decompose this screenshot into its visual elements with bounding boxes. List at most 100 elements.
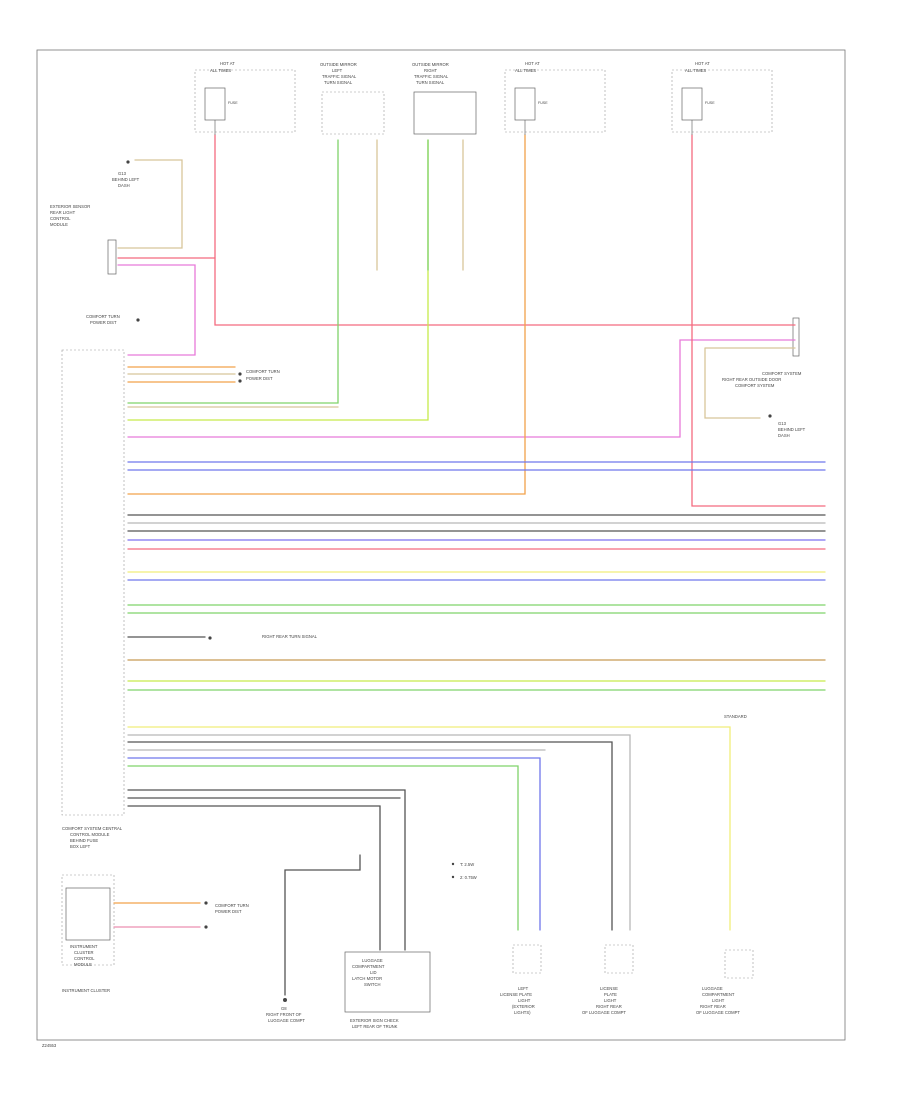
central-l4: BOX LEFT — [70, 844, 91, 849]
right-connector: COMFORT SYSTEM RIGHT REAR OUTSIDE DOOR C… — [722, 317, 806, 438]
right-light-l2: COMPARTMENT — [702, 992, 735, 997]
cluster-note-l1: COMFORT TURN — [215, 903, 249, 908]
left-ground-l2: RIGHT FRONT OF — [266, 1012, 302, 1017]
wire-gray-low — [127, 734, 631, 931]
luggage-l1: LUGGAGE — [362, 958, 383, 963]
legend: T: 2.5W 2: 0.75W — [451, 862, 477, 880]
legend-l1: T: 2.5W — [460, 862, 474, 867]
sensor-right-l2: RIGHT — [424, 68, 437, 73]
wire-pink-conn — [127, 339, 796, 438]
ext-sensor-l2: REAR LIGHT — [50, 210, 76, 215]
right-gnd-l1: G13 — [778, 421, 787, 426]
fuse-3-label: FUSE — [705, 101, 715, 105]
sensor-left-l3: TRAFFIC SIGNAL — [322, 74, 357, 79]
center-light-l2: PLATE — [604, 992, 617, 997]
wire-pink-left — [117, 264, 196, 356]
right-light-l5: OF LUGGAGE COMPT — [696, 1010, 740, 1015]
top-left-g-l1: G13 — [118, 171, 127, 176]
wire-yellow-low — [127, 726, 731, 931]
left-light-l4: (EXTERIOR — [512, 1004, 535, 1009]
cluster-caption: INSTRUMENT CLUSTER — [62, 988, 110, 993]
wire-black-trunk1 — [127, 789, 406, 951]
footer-id: Z24553 — [42, 1043, 57, 1048]
fuse-box-3-line1: HOT AT — [695, 61, 710, 66]
wire-tan-top — [117, 159, 183, 249]
ext-sensor-l1: EXTERIOR SENSOR — [50, 204, 90, 209]
cluster-l1: INSTRUMENT — [70, 944, 98, 949]
diagram-frame — [36, 49, 846, 1041]
right-light-l1: LUGGAGE — [702, 986, 723, 991]
left-plate-light: LEFT LICENSE PLATE LIGHT (EXTERIOR LIGHT… — [500, 944, 542, 1015]
top-left-g-l3: DASH — [118, 183, 130, 188]
left-ground: G8 RIGHT FRONT OF LUGGAGE COMPT — [266, 998, 305, 1023]
wire-blue-low — [127, 757, 541, 931]
right-gnd-l2: BEHIND LEFT — [778, 427, 806, 432]
wire-lime-s2 — [127, 139, 429, 421]
center-light-l1: LICENSE — [600, 986, 618, 991]
mid-note-l2: POWER DIST — [246, 376, 273, 381]
central-l3: BEHIND FUSE — [70, 838, 98, 843]
left-light-l5: LIGHTS) — [514, 1010, 531, 1015]
sensor-right-l3: TRAFFIC SIGNAL — [414, 74, 449, 79]
wire-tan-conn — [704, 347, 796, 419]
left-light-l2: LICENSE PLATE — [500, 992, 532, 997]
luggage-cap-l1: EXTERIOR SIGN CHECK — [350, 1018, 399, 1023]
to-fuse-l1: COMFORT TURN — [86, 314, 120, 319]
central-l2: CONTROL MODULE — [70, 832, 110, 837]
wire-green-s1 — [127, 139, 339, 404]
left-ground-l1: G8 — [281, 1006, 287, 1011]
right-comp-light: LUGGAGE COMPARTMENT LIGHT RIGHT REAR OF … — [696, 949, 754, 1015]
fuse-box-3-line2: ALL TIMES — [685, 68, 706, 73]
wire-green-low — [127, 765, 519, 931]
luggage-l3: LID — [370, 970, 377, 975]
center-light-l5: OF LUGGAGE COMPT — [582, 1010, 626, 1015]
ext-sensor-l3: CONTROL — [50, 216, 71, 221]
left-light-l3: LIGHT — [518, 998, 531, 1003]
right-note-l1: COMFORT SYSTEM — [762, 371, 802, 376]
luggage-latch: LUGGAGE COMPARTMENT LID LATCH MOTOR SWIT… — [344, 951, 431, 1029]
central-l1: COMFORT SYSTEM CENTRAL — [62, 826, 123, 831]
ext-sensor-l4: MODULE — [50, 222, 68, 227]
fuse-box-1-line2: ALL TIMES — [210, 68, 231, 73]
cluster-l4: MODULE — [74, 962, 92, 967]
fuse-box-2: HOT AT ALL TIMES FUSE — [504, 61, 606, 133]
fuse-box-2-line2: ALL TIMES — [515, 68, 536, 73]
fuse-2-label: FUSE — [538, 101, 548, 105]
wire-red-fuse3 — [691, 134, 826, 507]
mid-turn-note: RIGHT REAR TURN SIGNAL — [262, 634, 318, 639]
right-light-l3: LIGHT — [712, 998, 725, 1003]
fuse-1-label: FUSE — [228, 101, 238, 105]
luggage-l2: COMPARTMENT — [352, 964, 385, 969]
mid-notes: COMFORT TURN POWER DIST RIGHT REAR TURN … — [208, 369, 318, 640]
fuse-box-1: HOT AT ALL TIMES FUSE — [194, 61, 296, 133]
wire-orange-fuse2 — [127, 134, 526, 495]
wire-black-low — [127, 741, 613, 931]
top-left-notes: G13 BEHIND LEFT DASH EXTERIOR SENSOR REA… — [50, 160, 140, 325]
wire-red-fuse1 — [214, 134, 796, 326]
left-light-l1: LEFT — [518, 986, 529, 991]
top-left-g-l2: BEHIND LEFT — [112, 177, 140, 182]
cluster-l2: CLUSTER — [74, 950, 94, 955]
luggage-l4: LATCH MOTOR — [352, 976, 382, 981]
comfort-central-module: COMFORT SYSTEM CENTRAL CONTROL MODULE BE… — [61, 349, 125, 849]
fuse-box-3: HOT AT ALL TIMES FUSE — [671, 61, 773, 133]
sensor-right-l1: OUTSIDE MIRROR — [412, 62, 449, 67]
sensor-left: OUTSIDE MIRROR LEFT TRAFFIC SIGNAL TURN … — [320, 62, 385, 135]
center-light-l4: RIGHT REAR — [596, 1004, 622, 1009]
sensor-right-l4: TURN SIGNAL — [416, 80, 445, 85]
sensor-left-l2: LEFT — [332, 68, 343, 73]
sensor-right: OUTSIDE MIRROR RIGHT TRAFFIC SIGNAL TURN… — [412, 62, 477, 135]
legend-l2: 2: 0.75W — [460, 875, 477, 880]
wire-black-trunk3 — [127, 805, 381, 951]
fuse-box-1-line1: HOT AT — [220, 61, 235, 66]
sensor-left-l4: TURN SIGNAL — [324, 80, 353, 85]
sensor-left-l1: OUTSIDE MIRROR — [320, 62, 357, 67]
right-light-l4: RIGHT REAR — [700, 1004, 726, 1009]
to-fuse-l2: POWER DIST — [90, 320, 117, 325]
right-note-l3: COMFORT SYSTEM — [735, 383, 775, 388]
instrument-cluster: INSTRUMENT CLUSTER CONTROL MODULE INSTRU… — [61, 874, 249, 993]
luggage-cap-l2: LEFT REAR OF TRUNK — [352, 1024, 398, 1029]
right-gnd-l3: DASH — [778, 433, 790, 438]
fuse-box-2-line1: HOT AT — [525, 61, 540, 66]
